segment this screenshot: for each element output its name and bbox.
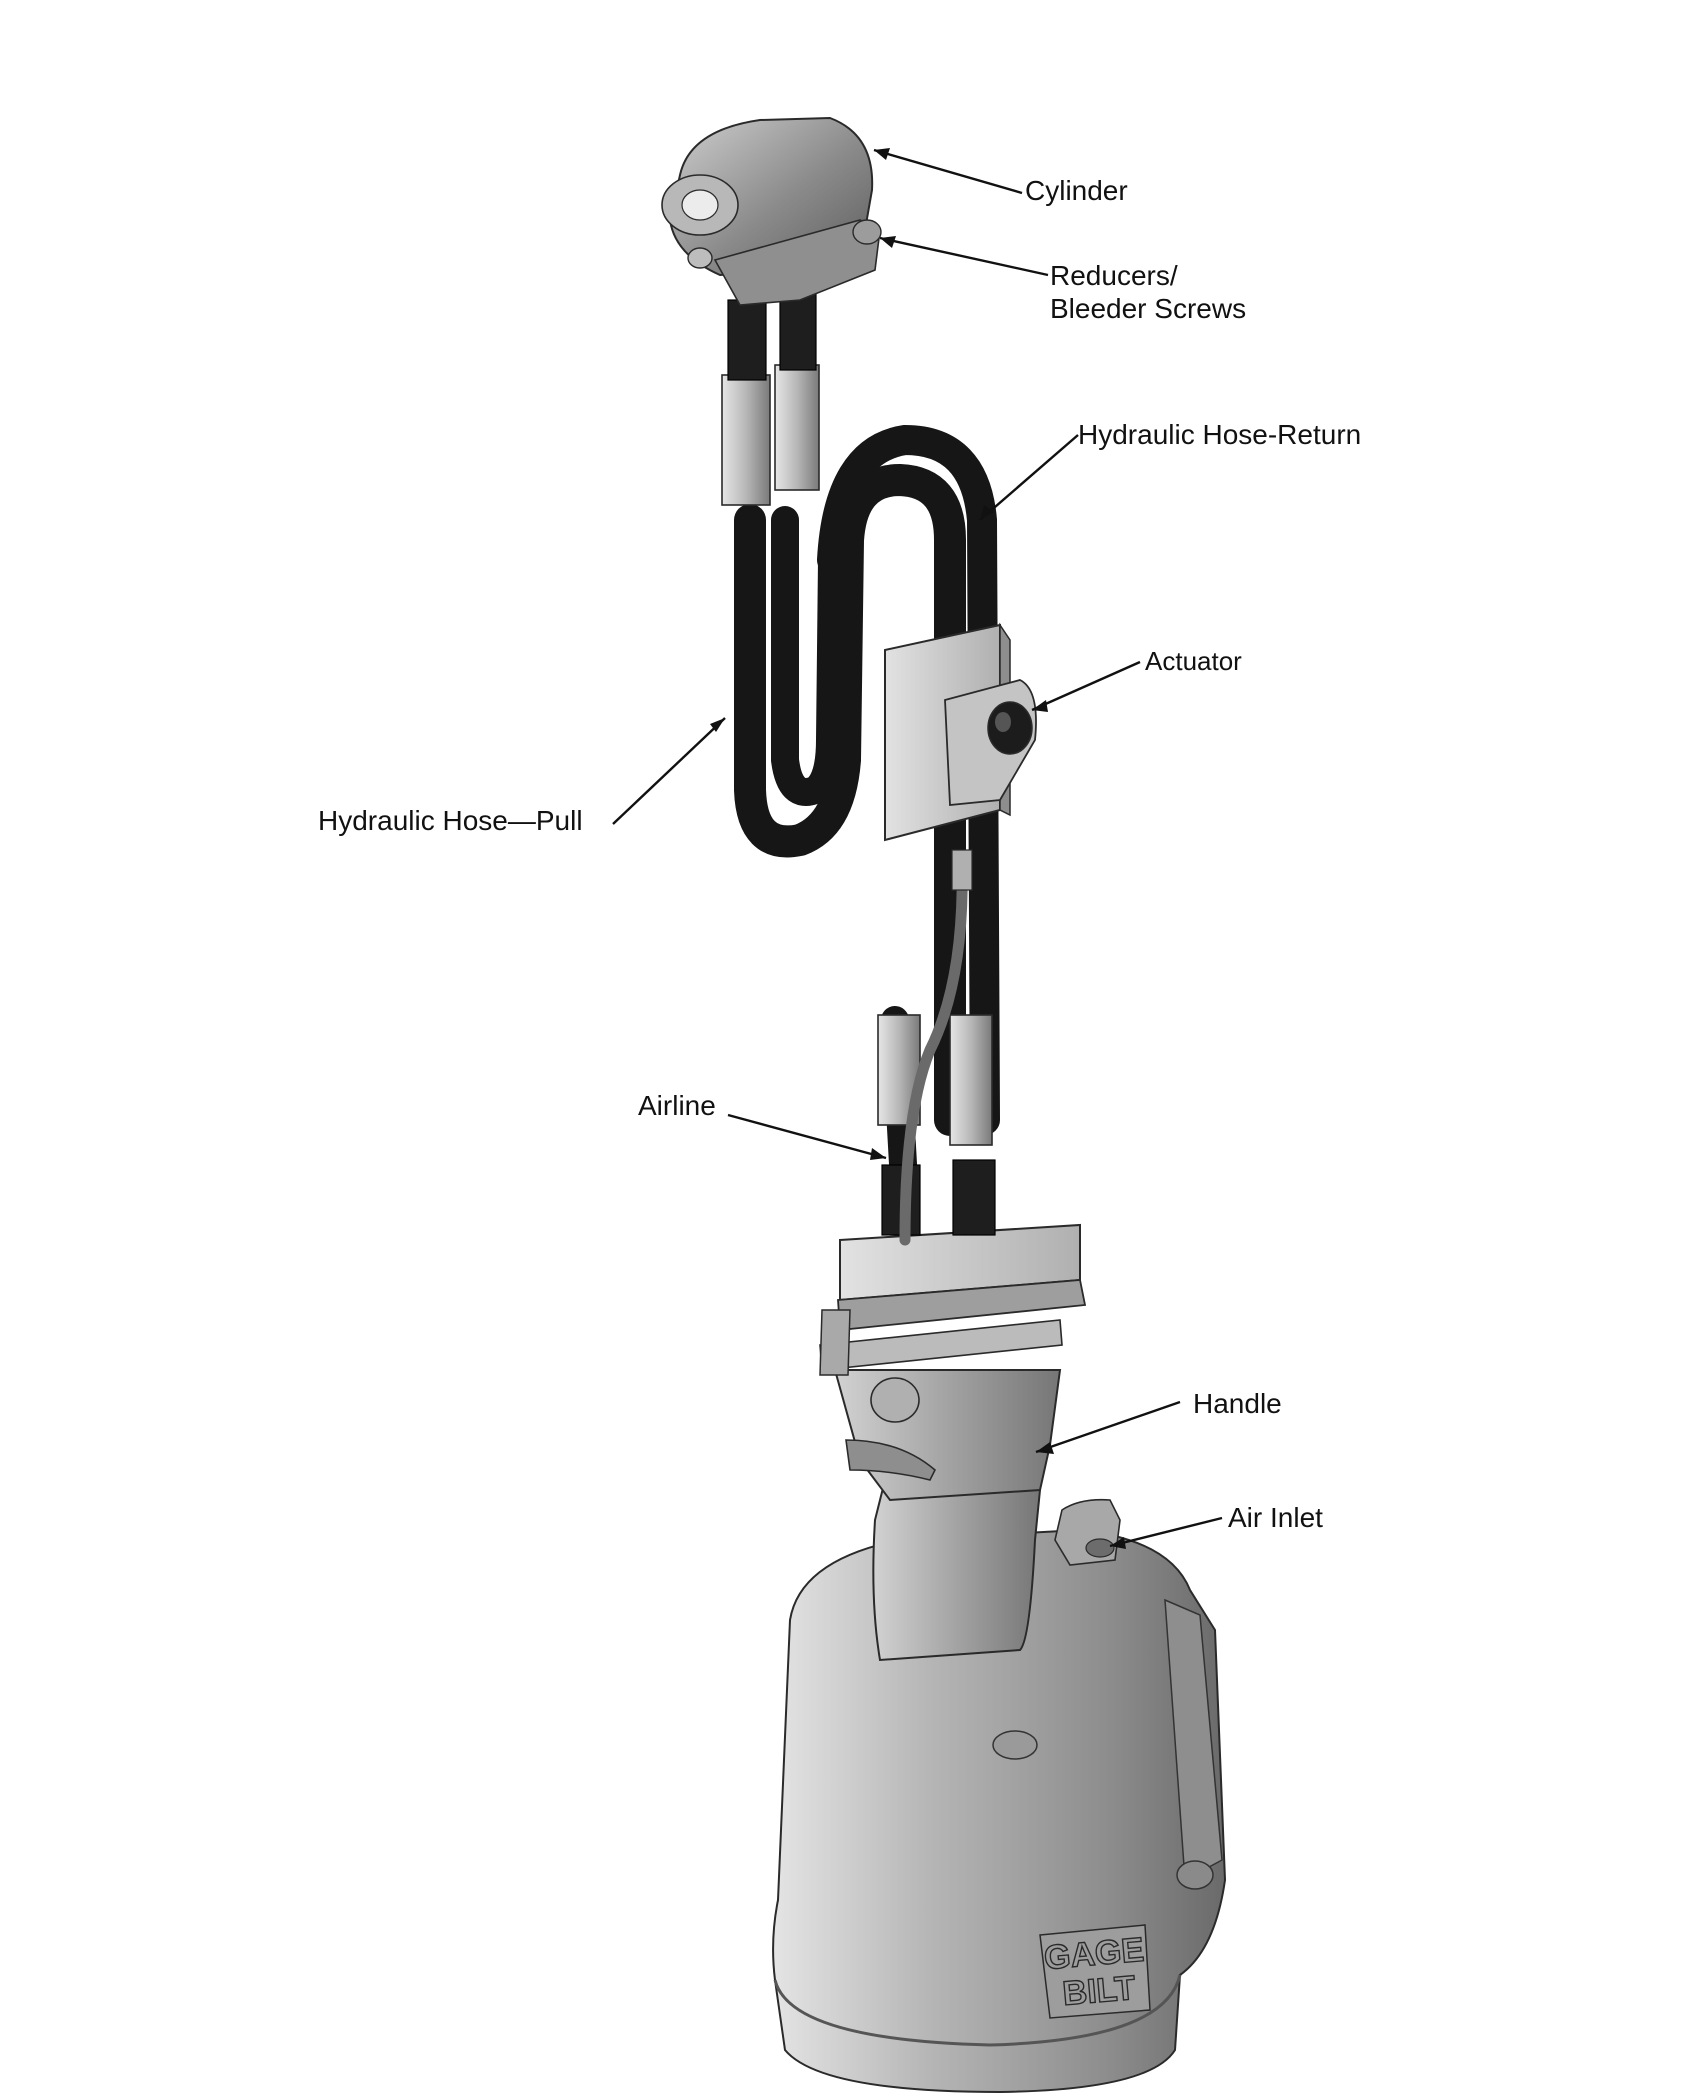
trigger [845,1439,936,1481]
leader-hose-pull [612,717,726,825]
leader-actuator [1031,660,1141,712]
gagebilt-logo: GAGE BILT [1039,1924,1151,2019]
arrow-handle [1036,1442,1054,1454]
base-screw-button [992,1730,1038,1760]
arrow-cylinder [874,148,890,160]
callout-labels: Cylinder Reducers/ Bleeder Screws Hydrau… [318,175,1361,1533]
handle-neck [833,1369,1062,1502]
logo-text-top: GAGE [1043,1931,1146,1978]
logo-text-bottom: BILT [1061,1969,1137,2013]
label-hose-pull-line: Hydraulic Hose—Pull [318,805,583,836]
actuator [884,622,1037,842]
bleeder-screw [687,247,713,269]
label-airline: Airline [638,1090,716,1121]
label-reducers-line1: Reducers/ [1050,260,1178,291]
leader-hose-return [979,434,1079,521]
label-airline-line: Airline [638,1090,716,1121]
actuator-button [987,701,1033,755]
reducer-screw [852,219,882,245]
cylinder-manifold [713,219,881,306]
leader-cylinder [873,148,1023,195]
arrow-actuator [1032,700,1048,712]
leader-airline [727,1113,887,1160]
label-reducers-line2: Bleeder Screws [1050,293,1246,324]
label-actuator: Actuator [1145,646,1242,676]
label-air-inlet-line: Air Inlet [1228,1502,1323,1533]
airline-hose [899,854,968,1246]
arrow-hose-pull [710,718,725,732]
hydraulic-hose-pull [734,463,966,1136]
base-side-panel [1164,1598,1223,1882]
handle [833,1369,1062,1662]
arrow-airline [870,1148,886,1160]
label-handle: Handle [1193,1388,1282,1419]
label-cylinder-line: Cylinder [1025,175,1128,206]
label-handle-line: Handle [1193,1388,1282,1419]
arrow-reducers [880,236,896,248]
label-hose-return: Hydraulic Hose-Return [1078,419,1361,450]
air-inlet [1054,1498,1121,1566]
head-block [819,1223,1087,1376]
label-actuator-line: Actuator [1145,646,1242,676]
label-cylinder: Cylinder [1025,175,1128,206]
arrow-air-inlet [1110,1537,1126,1549]
base-bottom-rim [773,1974,1182,2047]
leader-air-inlet [1109,1516,1223,1548]
leader-lines [612,148,1223,1549]
tool-base: GAGE BILT [772,1528,1227,2094]
arrow-hose-return [980,505,994,520]
cylinder [661,116,882,306]
leader-handle [1035,1400,1181,1454]
label-hose-return-line: Hydraulic Hose-Return [1078,419,1361,450]
label-hose-pull: Hydraulic Hose—Pull [318,805,583,836]
upper-fittings [721,289,820,506]
base-side-knob [1176,1860,1214,1890]
airline-fitting [951,849,973,891]
leader-reducers [879,236,1049,277]
label-reducers: Reducers/ Bleeder Screws [1050,260,1246,324]
label-air-inlet: Air Inlet [1228,1502,1323,1533]
handle-side-knob [870,1377,920,1423]
